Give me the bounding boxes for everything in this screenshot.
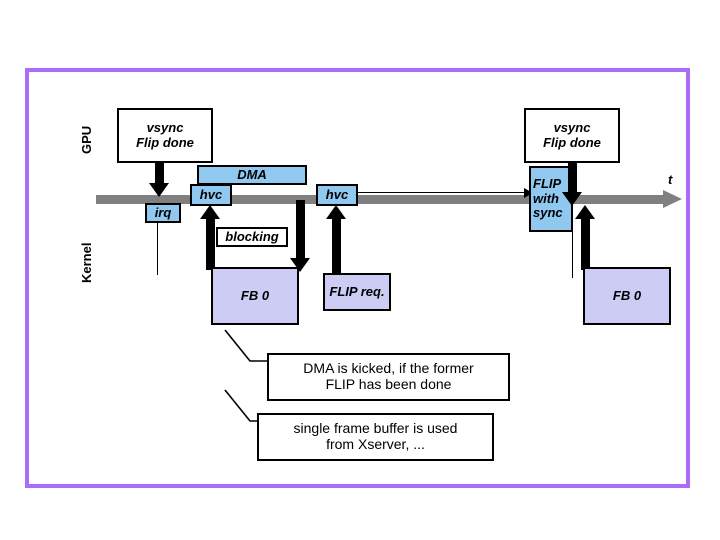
chip-dma-label: DMA [237, 166, 267, 182]
vsync-right-line2: Flip done [543, 134, 601, 150]
chip-irq-label: irq [154, 204, 172, 220]
chip-hvc-2-label: hvc [325, 186, 349, 202]
leader-to-note-dma [224, 329, 268, 362]
annotation-single-framebuffer: single frame buffer is used from Xserver… [257, 413, 494, 461]
arrow-dma-to-fb0-shaft [296, 200, 305, 265]
timeline-arrowhead-icon [663, 190, 682, 208]
connector-hvc2-to-flipsync-head-icon [524, 188, 533, 198]
arrow-flipreq-to-hvc2-head-icon [326, 205, 346, 219]
chip-dma: DMA [197, 165, 307, 185]
vsync-left-line1: vsync [146, 119, 184, 135]
box-fb0-left-label: FB 0 [240, 287, 270, 303]
vsync-right-line1: vsync [553, 119, 591, 135]
annotation-single-framebuffer-line2: from Xserver, ... [326, 436, 425, 452]
vsync-left-line2: Flip done [136, 134, 194, 150]
box-flip-req-label: FLIP req. [329, 283, 385, 299]
box-fb0-right-label: FB 0 [612, 287, 642, 303]
chip-flip-with-sync-line3: sync [533, 205, 563, 221]
chip-flip-with-sync-line1: FLIP [533, 176, 562, 192]
chip-blocking-label: blocking [225, 228, 279, 244]
box-flip-req: FLIP req. [323, 273, 391, 311]
slide-frame [25, 68, 690, 488]
arrow-flipreq-to-hvc2-shaft [332, 218, 341, 274]
arrow-vsync-to-irq-head-icon [149, 183, 169, 197]
annotation-dma-kick-line2: FLIP has been done [325, 376, 452, 392]
annotation-dma-kick: DMA is kicked, if the former FLIP has be… [267, 353, 510, 401]
arrow-fb0-right-shaft [581, 218, 590, 270]
connector-hvc2-to-flipsync [358, 192, 526, 193]
chip-blocking: blocking [216, 227, 288, 247]
arrow-fb0-to-hvc1-shaft [206, 218, 215, 270]
annotation-dma-kick-line1: DMA is kicked, if the former [303, 360, 474, 377]
annotation-single-framebuffer-line1: single frame buffer is used [293, 420, 458, 437]
chip-hvc-2: hvc [316, 184, 358, 206]
arrow-vsync-to-irq-shaft [155, 163, 164, 185]
arrow-vsync-right-shaft [568, 163, 577, 196]
chip-flip-with-sync-line2: with [533, 190, 559, 206]
arrow-fb0-to-hvc1-head-icon [200, 205, 220, 219]
chip-hvc-1-label: hvc [199, 186, 223, 202]
chip-hvc-1: hvc [190, 184, 232, 206]
leader-line-irq [157, 223, 158, 275]
box-fb0-right: FB 0 [583, 267, 671, 325]
event-box-vsync-left: vsync Flip done [117, 108, 213, 163]
chip-irq: irq [145, 203, 181, 223]
arrow-fb0-right-head-icon [575, 205, 595, 219]
event-box-vsync-right: vsync Flip done [524, 108, 620, 163]
arrow-vsync-right-head-icon [562, 192, 582, 206]
axis-label-t: t [668, 172, 673, 187]
timeline-axis [96, 195, 666, 204]
box-fb0-left: FB 0 [211, 267, 299, 325]
leader-line-vsync-right [572, 206, 573, 278]
